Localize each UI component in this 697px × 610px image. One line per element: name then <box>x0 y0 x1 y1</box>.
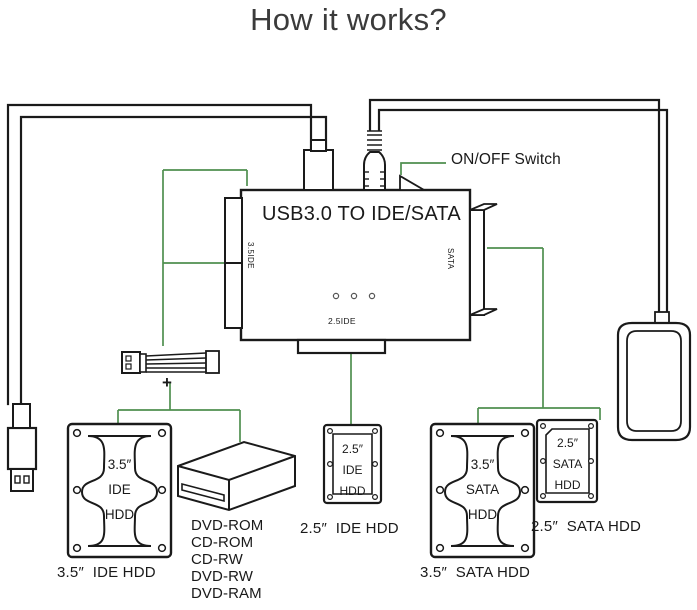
port-sata-label: SATA <box>446 248 455 270</box>
hdd-35-sata-icon <box>429 422 536 559</box>
optical-drive-type-1: DVD-ROM <box>191 517 264 534</box>
usb-cable-path-inner <box>19 115 328 406</box>
device-title-label: USB3.0 TO IDE/SATA <box>262 203 461 225</box>
hdd-25-sata-inner-line1: 2.5″ <box>557 436 578 450</box>
hdd-25-sata-inner-line3: HDD <box>554 478 581 492</box>
optical-drive-type-3: CD-RW <box>191 551 243 568</box>
power-cable-plus-symbol: + <box>162 373 172 392</box>
hdd-25-ide-inner-line3: HDD <box>339 484 366 498</box>
usb-b-connector-icon <box>303 139 334 191</box>
molex-power-cable-icon <box>121 350 220 374</box>
port-25ide-label: 2.5IDE <box>328 316 356 326</box>
hdd-35-sata-caption: 3.5″ SATA HDD <box>420 564 531 581</box>
onoff-switch-icon <box>399 174 428 191</box>
led-indicator <box>350 292 358 300</box>
power-adapter-brick-icon <box>616 311 692 442</box>
port-35ide-label: 3.5IDE <box>246 242 255 269</box>
hdd-35-sata-inner-line1: 3.5″ <box>470 457 495 472</box>
hdd-25-ide-caption: 2.5″ IDE HDD <box>300 520 399 537</box>
hdd-35-ide-inner-line2: IDE <box>108 482 131 497</box>
onoff-switch-label: ON/OFF Switch <box>451 151 561 168</box>
optical-drive-type-4: DVD-RW <box>191 568 253 585</box>
hdd-35-ide-caption: 3.5″ IDE HDD <box>57 564 156 581</box>
hdd-25-ide-inner-line1: 2.5″ <box>342 442 363 456</box>
page-title: How it works? <box>250 2 447 37</box>
usb-type-a-plug-icon <box>6 403 38 492</box>
hdd-25-sata-caption: 2.5″ SATA HDD <box>531 518 642 535</box>
dc-power-connector-icon <box>363 130 386 191</box>
dc-cable-path <box>368 98 669 320</box>
optical-drive-type-2: CD-ROM <box>191 534 254 551</box>
hdd-35-ide-icon <box>66 422 173 559</box>
hdd-25-ide-inner-line2: IDE <box>342 463 363 477</box>
hdd-35-ide-inner-line1: 3.5″ <box>107 457 132 472</box>
usb-cable-path <box>6 103 313 406</box>
device-body <box>224 174 498 355</box>
hdd-25-sata-inner-line2: SATA <box>552 457 583 471</box>
led-indicator <box>368 292 376 300</box>
led-indicator <box>332 292 340 300</box>
hdd-35-ide-inner-line3: HDD <box>104 507 135 522</box>
hdd-25-ide-icon <box>322 423 383 505</box>
hdd-35-sata-inner-line3: HDD <box>467 507 498 522</box>
optical-drive-icon <box>177 440 296 512</box>
hdd-35-sata-inner-line2: SATA <box>465 482 500 497</box>
optical-drive-type-5: DVD-RAM <box>191 585 262 602</box>
hdd-25-sata-icon <box>535 418 599 504</box>
connection-lines <box>117 162 601 442</box>
